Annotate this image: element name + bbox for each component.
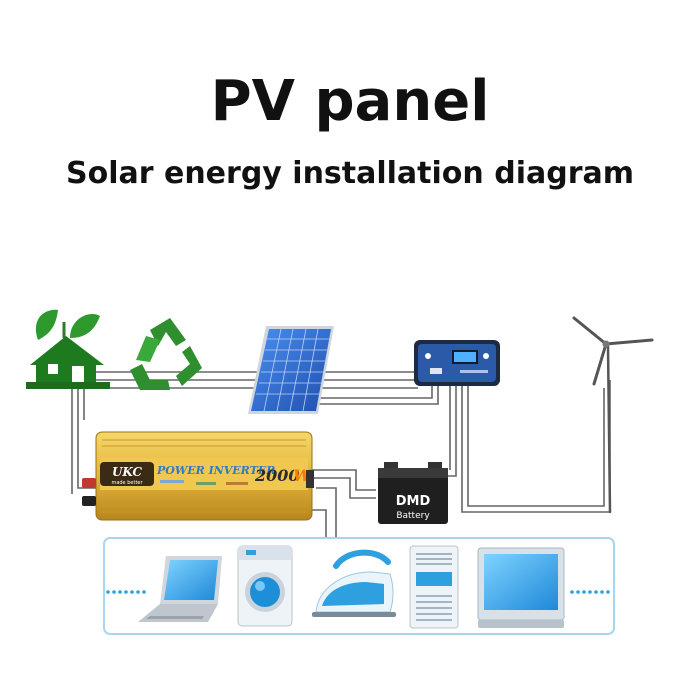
laptop-icon [138,556,222,622]
inverter-brand-tagline: made better [111,480,143,486]
monitor-icon [477,547,565,628]
washing-machine-icon [237,545,293,627]
inverter-brand: UKC [112,465,143,479]
inverter-power: 2000 [254,466,300,485]
battery-icon: DMD Battery [378,462,448,524]
iron-icon [312,549,396,617]
charge-controller-icon [414,340,500,386]
inverter-label: POWER INVERTER [156,464,275,477]
air-conditioner-icon [409,545,459,629]
power-inverter-icon: UKC made better POWER INVERTER 2000 W [82,431,314,521]
eco-house-icon [26,309,110,389]
appliance-frame [103,537,615,635]
page-subtitle: Solar energy installation diagram [65,156,634,191]
battery-label: Battery [396,511,430,521]
solar-panel-icon [248,326,334,414]
page-title: PV panel [210,69,490,134]
recycle-icon [130,318,202,390]
battery-brand: DMD [396,494,431,509]
wind-turbine-icon [572,316,654,514]
